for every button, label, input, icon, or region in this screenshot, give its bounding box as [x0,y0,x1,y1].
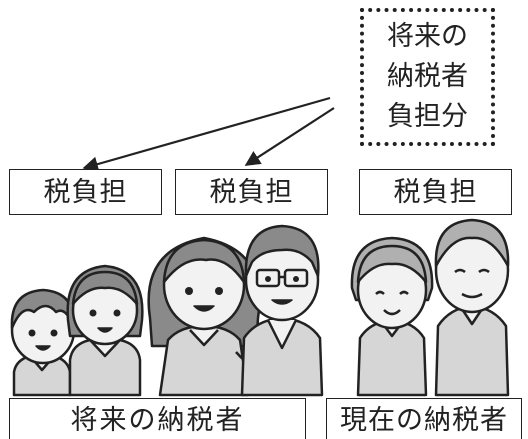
future-burden-box: 将来の 納税者 負担分 [360,8,495,146]
child-boy-figure [10,288,76,397]
tax-burden-box-2: 税負担 [175,169,328,215]
tax-burden-box-3: 税負担 [359,169,512,215]
child-girl-figure [66,264,144,397]
mother-figure [147,236,263,397]
grandmother-figure [350,236,434,397]
grandfather-figure [434,218,510,397]
tax-burden-box-1: 税負担 [9,169,162,215]
future-burden-line-1: 将来の [387,21,468,52]
current-taxpayers-label: 現在の納税者 [326,398,522,439]
arrow-to-burden-1 [82,96,331,172]
future-burden-line-2: 納税者 [387,61,468,92]
future-taxpayers-label: 将来の納税者 [9,398,306,439]
arrow-to-burden-2 [244,107,335,166]
father-figure [240,224,324,397]
future-burden-line-3: 負担分 [387,101,468,132]
